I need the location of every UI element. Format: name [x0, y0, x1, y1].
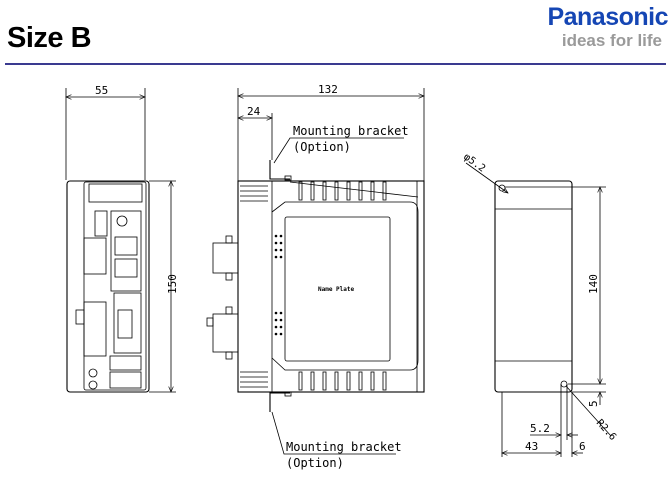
- bracket-offset-dim: 24: [247, 105, 261, 118]
- logo-brand: Panasonic: [547, 3, 668, 31]
- front-width-dim: 55: [95, 84, 108, 97]
- logo-tagline: ideas for life: [561, 31, 662, 50]
- front-view: 55 150: [66, 84, 179, 392]
- page-title: Size B: [7, 22, 92, 54]
- bottom-bracket-sub: (Option): [286, 456, 344, 470]
- cooling-fins: [240, 181, 387, 391]
- rear-view: φ5.2 140 5 5.2 43 6 R2.6: [461, 152, 618, 457]
- name-plate-label: Name Plate: [318, 286, 355, 293]
- bottom-offset-dim: 5: [587, 400, 600, 407]
- top-bracket-sub: (Option): [293, 140, 351, 154]
- bottom-bracket-label: Mounting bracket: [286, 440, 402, 454]
- edge-dim: 6: [579, 440, 586, 453]
- header-divider: [5, 63, 666, 65]
- hole-pitch-dim: 140: [587, 274, 600, 294]
- slot-radius-dim: R2.6: [594, 418, 618, 443]
- vent-dots: [274, 234, 283, 336]
- side-view: 132 24 Mounting bracket (Option) Name Pl…: [206, 83, 424, 470]
- top-bracket-label: Mounting bracket: [293, 124, 409, 138]
- side-depth-dim: 132: [318, 83, 338, 96]
- hole-x-dim: 43: [525, 440, 538, 453]
- hole-dia-dim: φ5.2: [461, 152, 487, 175]
- slot-width-dim: 5.2: [530, 422, 550, 435]
- panasonic-logo: Panasonic ideas for life: [512, 3, 668, 51]
- front-height-dim: 150: [166, 274, 179, 294]
